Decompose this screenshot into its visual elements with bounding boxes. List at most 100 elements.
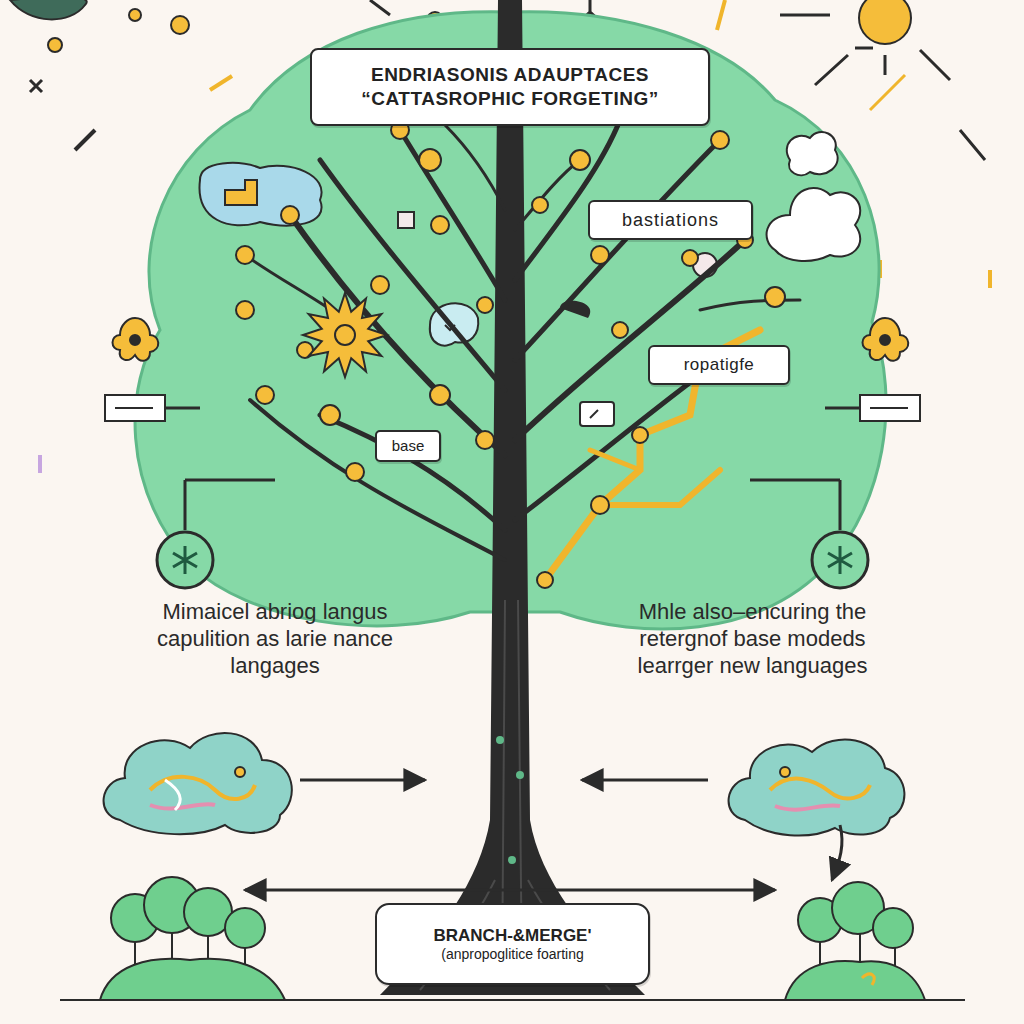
sky-decor [988,270,992,288]
side-ornaments [750,408,860,530]
leaf-dots [236,301,254,319]
side-blobs [200,132,861,346]
small-trees [873,908,913,948]
small-trees [100,877,925,1000]
branches [445,125,505,210]
leaf-dots [591,246,609,264]
box-heading: bastiations [622,209,719,232]
small-box-marks [398,80,614,426]
bottom-clouds [780,767,790,777]
side-blobs [200,163,322,226]
leaf-dots [532,197,548,213]
bottom-clouds [770,779,870,799]
leaf-dots [477,297,493,313]
side-note: Mhle also–encuring the retergnof base mo… [600,598,905,679]
sky-decor [30,80,42,92]
leaf-dots [431,216,449,234]
sky-decor [870,75,905,110]
leaf-dots [430,385,450,405]
side-ornaments [130,335,140,345]
side-ornaments [863,318,909,361]
side-ornaments [113,318,159,361]
sky-decor [859,0,911,44]
side-ornaments [165,408,275,530]
bottom-clouds [832,825,842,880]
branches [515,140,720,360]
side-ornaments [105,318,920,588]
sky-decor [210,76,232,90]
box-subtext: (anpropoglitice foarting [441,946,583,964]
side-ornaments [860,395,920,421]
bottom-clouds [165,780,180,810]
leaf-dots [570,150,590,170]
gold-branch [600,470,720,505]
box-heading: ENDRIASONIS ADAUPTACES [371,63,649,87]
branches [400,130,505,300]
trunk [380,0,645,995]
box-heading: base [392,437,425,456]
small-trees [785,961,925,1000]
bottom-clouds [729,739,905,835]
side-ornaments [105,395,165,421]
base-box: base [375,430,441,462]
sky-decor [48,38,62,52]
box-heading: ropatigfe [684,354,755,375]
side-ornaments [157,532,213,588]
starburst [303,293,387,377]
leaf-dots [419,149,441,171]
trunk [508,856,516,864]
trunk [380,0,645,995]
leaf-dots [711,131,729,149]
layout-arrows [582,779,708,782]
branches [515,160,580,230]
bottom-clouds [150,804,215,809]
layout-arrows [245,780,775,890]
gold-branch [590,450,640,470]
starburst [335,325,355,345]
branches [250,400,505,560]
layout-arrows [245,889,775,892]
leaf-dots [320,405,340,425]
leaf-dots [632,427,648,443]
sky-decor [10,0,87,19]
small-trees [862,974,874,985]
ground [60,999,965,1001]
bottom-clouds [235,767,245,777]
box-subtext: “CATTASROPHIC FORGETING” [361,87,658,111]
leaf-dots [256,386,274,404]
method-box: BRANCH-&MERGE'(anpropoglitice foarting [375,903,650,985]
leaf-dots [765,287,785,307]
bottom-clouds [104,733,905,880]
leaf-dots [371,276,389,294]
starburst [303,293,387,377]
leaf-dots [682,250,698,266]
leaf-dots [537,572,553,588]
side-ornaments [880,335,890,345]
leaf-dots [612,322,628,338]
sky-decor [75,130,95,150]
sky-decor [129,9,141,21]
side-blobs [787,132,838,175]
trunk [420,600,610,990]
side-ornaments [828,546,852,574]
sky-decor [38,455,42,473]
sky-decor [855,47,873,50]
leaf-dots [476,431,494,449]
bottom-clouds [104,733,292,834]
side-ornaments [870,407,908,409]
small-box-marks [590,410,598,418]
side-ornaments [115,407,153,409]
branches [515,240,745,440]
box-heading: BRANCH-&MERGE' [434,925,592,946]
layout-arrows [300,779,425,782]
leaf-dots [346,463,364,481]
trunk [496,736,504,744]
small-trees [225,908,265,948]
leaf-dots [591,496,609,514]
small-box-marks [398,212,414,228]
branch-box: bastiations [588,200,753,240]
